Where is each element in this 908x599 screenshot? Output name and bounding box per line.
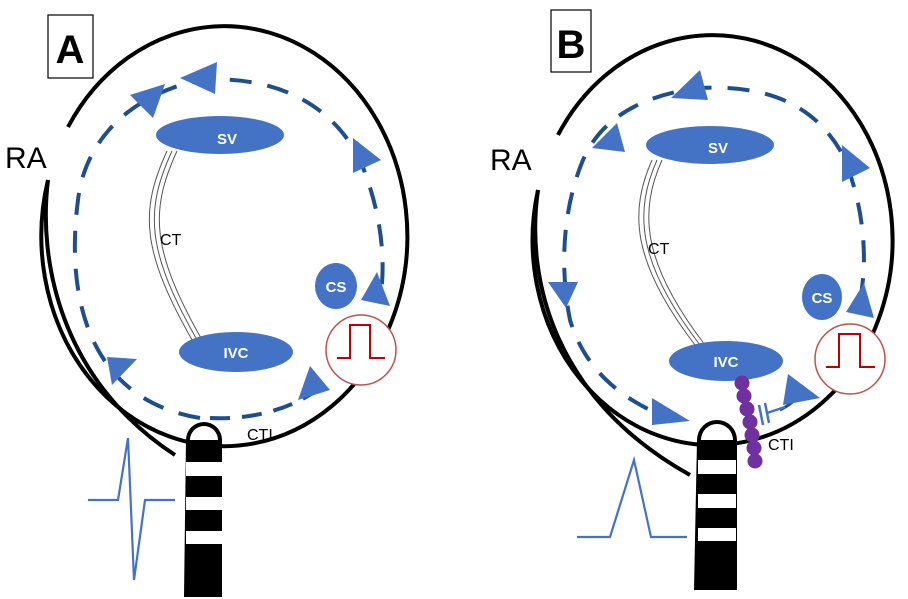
coronary-sinus	[802, 274, 842, 320]
ra-wall-outline	[39, 24, 410, 449]
arrowhead-icon	[353, 138, 381, 173]
ct-label: CT	[648, 241, 670, 258]
cs-label: CS	[812, 290, 833, 307]
pacing-stimulus-icon	[325, 314, 397, 386]
arrowhead-icon	[361, 272, 390, 306]
arrowhead-icon	[846, 283, 874, 318]
arrowhead-icon	[180, 62, 217, 94]
crista-terminalis	[638, 159, 706, 346]
arrowhead-icon	[298, 366, 330, 400]
arrowhead-icon	[783, 374, 820, 405]
panel-a-label: A	[56, 28, 85, 72]
ct-label: CT	[160, 232, 182, 249]
ra-label: RA	[490, 144, 532, 177]
cti-label: CTI	[768, 437, 794, 454]
inferior-vena-cava	[669, 341, 783, 381]
panel-b: B RA CT SV IVC CS	[490, 9, 895, 590]
arrowhead-icon	[107, 357, 137, 385]
conduction-block-icon	[757, 402, 786, 426]
superior-vena-cava	[646, 126, 774, 164]
sv-label: SV	[708, 140, 728, 157]
reentry-wavefront	[72, 77, 385, 420]
ablation-lesion-line	[734, 375, 763, 469]
arrowhead-icon	[671, 70, 708, 100]
cti-label: CTI	[247, 427, 273, 444]
panel-b-label-box	[550, 9, 592, 73]
inferior-vena-cava	[179, 332, 293, 372]
coronary-sinus	[315, 263, 357, 309]
ablation-catheter	[184, 422, 222, 597]
ra-wall-lower	[533, 189, 691, 477]
ivc-label: IVC	[223, 345, 248, 362]
electrogram-trace	[577, 455, 687, 539]
electrogram-trace	[88, 437, 175, 581]
arrowhead-icon	[592, 123, 625, 152]
cs-label: CS	[326, 279, 347, 296]
arrowhead-icon	[652, 398, 690, 425]
arrowhead-icon	[842, 145, 870, 182]
reentry-wavefront	[562, 85, 866, 412]
crista-terminalis	[148, 150, 206, 346]
panel-a: A RA CT SV IVC CS CTI	[5, 14, 410, 597]
pacing-stimulus-icon	[814, 323, 886, 395]
ablation-catheter	[694, 420, 737, 590]
panel-a-label-box	[47, 14, 94, 79]
ivc-label: IVC	[713, 354, 738, 371]
arrowhead-icon	[548, 282, 578, 308]
arrowhead-icon	[130, 84, 165, 118]
superior-vena-cava	[156, 116, 284, 154]
sv-label: SV	[217, 131, 237, 148]
panel-b-label: B	[557, 23, 586, 67]
ra-wall-lower	[43, 179, 177, 457]
ra-label: RA	[5, 142, 47, 175]
